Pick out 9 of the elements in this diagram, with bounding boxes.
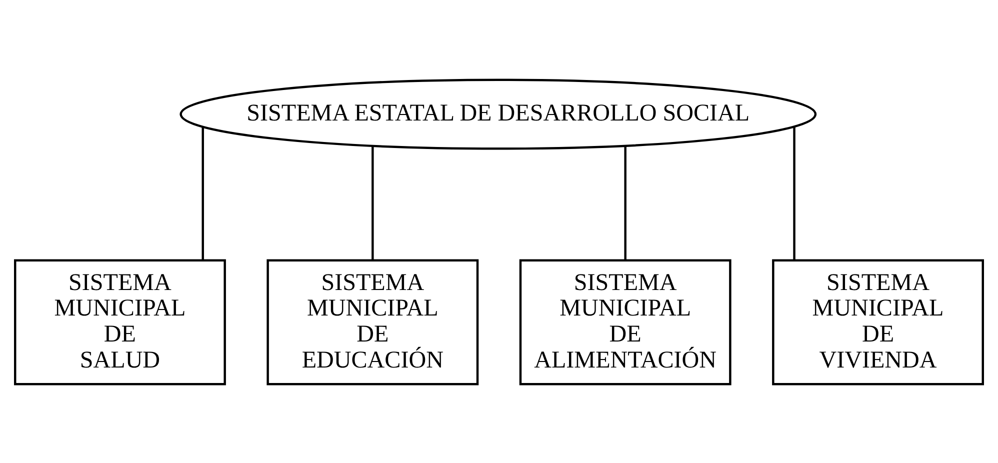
node-box: SISTEMA MUNICIPAL DE EDUCACIÓN (266, 258, 479, 385)
node-box: SISTEMA MUNICIPAL DE SALUD (14, 258, 226, 385)
node-box: SISTEMA MUNICIPAL DE ALIMENTACIÓN (519, 258, 732, 385)
connector (624, 145, 626, 260)
connector (202, 126, 204, 260)
connector (793, 126, 796, 260)
connector (372, 145, 374, 260)
node-ellipse: SISTEMA ESTATAL DE DESARROLLO SOCIAL (180, 78, 817, 150)
node-box: SISTEMA MUNICIPAL DE VIVIENDA (772, 258, 984, 385)
